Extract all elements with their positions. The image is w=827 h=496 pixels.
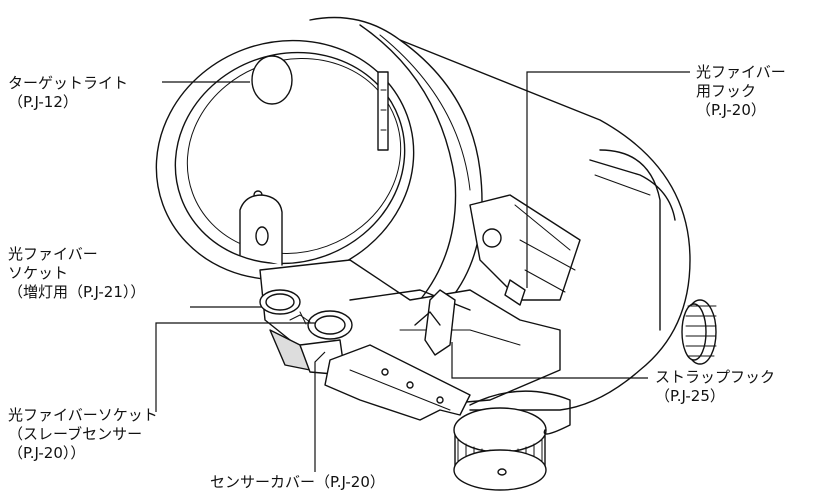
target-light-lens: [251, 55, 293, 105]
label-fiber-socket-slave-line2: （スレーブセンサー: [8, 425, 143, 443]
strap-hook: [424, 289, 456, 356]
label-fiber-socket-slave-line3: （P.J-20））: [8, 444, 86, 462]
label-strap-hook-ref: （P.J-25）: [655, 387, 725, 405]
leader-sensor-cover: [314, 351, 326, 472]
label-fiber-socket-slave-line1: 光ファイバーソケット: [8, 406, 158, 424]
label-fiber-socket-aux: 光ファイバー ソケット （増灯用（P.J-21））: [8, 245, 145, 302]
label-target-light-ref: （P.J-12）: [8, 93, 78, 111]
label-strap-hook: ストラップフック （P.J-25）: [655, 368, 775, 406]
label-fiber-hook: 光ファイバー 用フック （P.J-20）: [696, 63, 786, 120]
sensor-cover-plate: [324, 344, 471, 421]
label-target-light-name: ターゲットライト: [8, 74, 129, 92]
label-fiber-hook-ref: （P.J-20）: [696, 101, 766, 119]
label-sensor-cover: センサーカバー（P.J-20）: [210, 473, 385, 492]
leader-fiber-hook: [526, 71, 690, 288]
label-fiber-socket-aux-line1: 光ファイバー: [8, 245, 98, 263]
label-fiber-hook-line2: 用フック: [696, 82, 757, 100]
label-fiber-hook-line1: 光ファイバー: [696, 63, 786, 81]
slave-socket: [307, 310, 353, 340]
side-knob: [681, 299, 717, 365]
label-strap-hook-name: ストラップフック: [655, 368, 776, 386]
leader-fiber-socket-slave: [155, 322, 316, 412]
label-sensor-cover-text: センサーカバー（P.J-20）: [210, 473, 385, 491]
leader-strap-hook: [451, 342, 648, 379]
label-fiber-socket-aux-line2: ソケット: [8, 264, 69, 282]
label-target-light: ターゲットライト （P.J-12）: [8, 74, 128, 112]
bottom-knob: [453, 407, 547, 491]
inner-bracket: [239, 194, 283, 266]
label-fiber-socket-aux-line3: （増灯用（P.J-21））: [8, 283, 146, 301]
fiber-hook-block: [469, 194, 581, 301]
label-fiber-socket-slave: 光ファイバーソケット （スレーブセンサー （P.J-20））: [8, 406, 158, 463]
